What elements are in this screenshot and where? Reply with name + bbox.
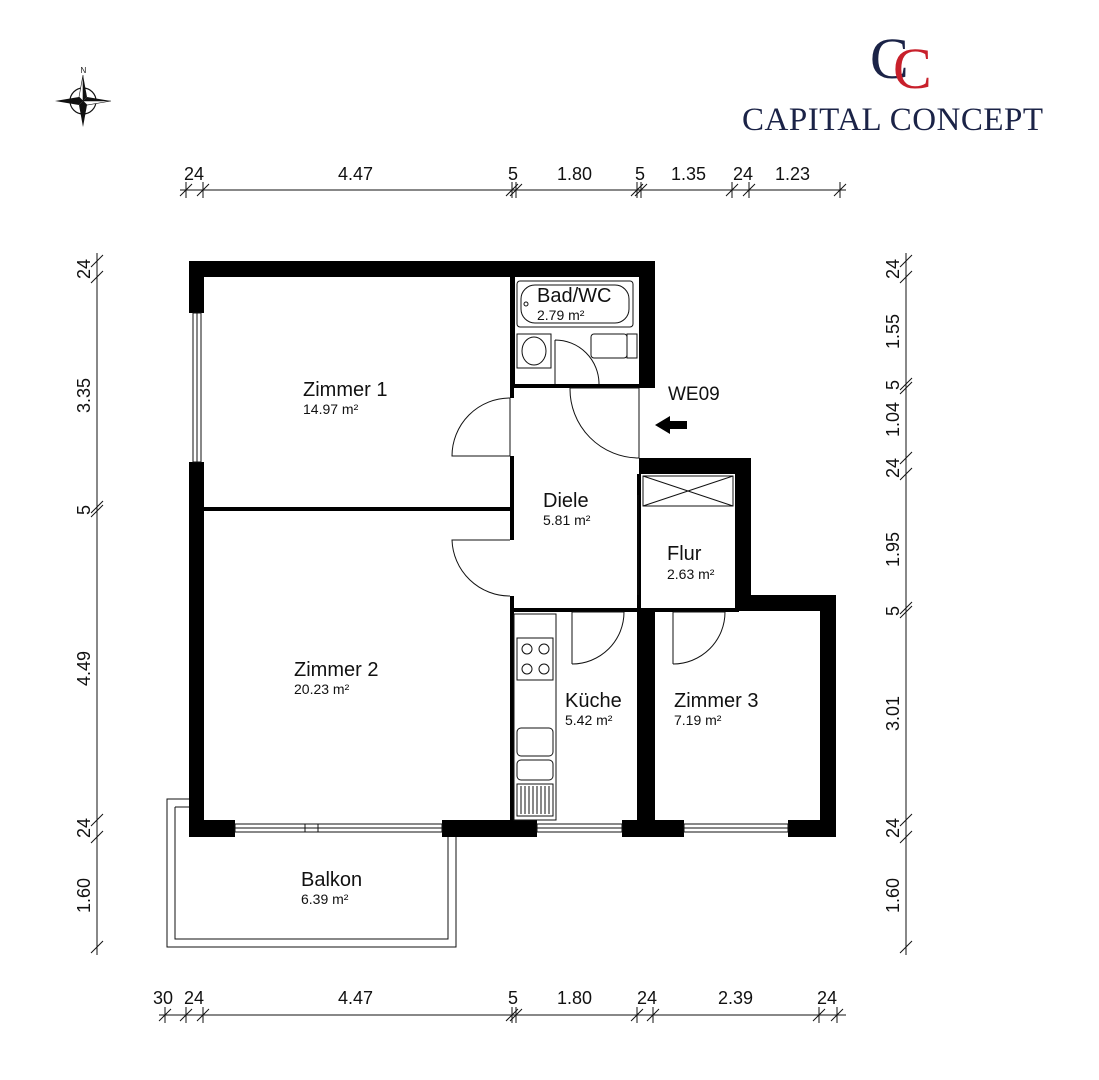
room-flur-name: Flur (667, 543, 702, 565)
door-kueche (571, 611, 625, 665)
bathtub-icon (516, 280, 634, 328)
dim-right: 5 (883, 380, 903, 390)
room-balkon-area: 6.39 m² (301, 891, 349, 907)
room-zimmer-3-area: 7.19 m² (674, 712, 722, 728)
room-zimmer-1-area: 14.97 m² (303, 401, 359, 417)
room-flur-area: 2.63 m² (667, 566, 715, 582)
dimensions-left: 24 3.35 5 4.49 24 1.60 (74, 259, 94, 913)
dimensions-top: 24 4.47 5 1.80 5 1.35 24 1.23 (184, 164, 810, 184)
dim-bottom: 24 (817, 988, 837, 1008)
logo: C C CAPITAL CONCEPT (742, 26, 1044, 138)
compass-icon: N (55, 66, 112, 127)
windows (192, 312, 789, 833)
room-labels: Bad/WC 2.79 m² Zimmer 1 14.97 m² Diele 5… (294, 285, 758, 907)
dim-right: 1.60 (883, 878, 903, 913)
room-zimmer-3-name: Zimmer 3 (674, 690, 758, 712)
dim-right: 3.01 (883, 696, 903, 731)
dim-bottom: 5 (508, 988, 518, 1008)
room-diele-area: 5.81 m² (543, 512, 591, 528)
logo-monogram-c2: C (893, 36, 932, 101)
dimension-ticks (90, 182, 913, 1023)
door-bad (554, 339, 600, 385)
door-zimmer-1 (451, 397, 511, 457)
dim-left: 4.49 (74, 651, 94, 686)
dim-right: 24 (883, 818, 903, 838)
balcony (166, 798, 457, 948)
dimensions-right: 24 1.55 5 1.04 24 1.95 5 3.01 24 1.60 (883, 259, 903, 913)
logo-monogram-c1: C (870, 26, 909, 91)
walls (189, 261, 836, 837)
room-bad-area: 2.79 m² (537, 307, 585, 323)
washbasin-icon (516, 333, 552, 369)
room-kueche-area: 5.42 m² (565, 712, 613, 728)
room-kueche-name: Küche (565, 690, 622, 712)
dim-right: 24 (883, 458, 903, 478)
dimensions-bottom: 30 24 4.47 5 1.80 24 2.39 24 (153, 988, 837, 1008)
entrance-arrow-icon (655, 416, 687, 434)
room-zimmer-2-area: 20.23 m² (294, 681, 350, 697)
door-zimmer-3 (672, 611, 726, 665)
toilet-icon (590, 333, 628, 359)
room-balkon-name: Balkon (301, 869, 362, 891)
dim-right: 1.95 (883, 532, 903, 567)
dim-bottom: 24 (184, 988, 204, 1008)
dim-top: 4.47 (338, 164, 373, 184)
fixtures (513, 280, 734, 821)
dim-bottom: 30 (153, 988, 173, 1008)
dim-left: 24 (74, 259, 94, 279)
dishwasher-icon (516, 783, 554, 817)
dim-bottom: 2.39 (718, 988, 753, 1008)
room-bad-name: Bad/WC (537, 285, 611, 307)
kitchen-counter (513, 613, 557, 821)
dim-left: 24 (74, 818, 94, 838)
logo-brand-name: CAPITAL CONCEPT (742, 102, 1044, 138)
dim-top: 5 (508, 164, 518, 184)
room-zimmer-1-name: Zimmer 1 (303, 379, 387, 401)
door-zimmer-2 (451, 539, 511, 597)
stove-icon (516, 637, 554, 681)
dim-bottom: 4.47 (338, 988, 373, 1008)
dim-top: 1.23 (775, 164, 810, 184)
dim-bottom: 1.80 (557, 988, 592, 1008)
dim-right: 1.04 (883, 402, 903, 437)
sink-icon (516, 727, 554, 781)
dim-top: 24 (733, 164, 753, 184)
dim-top: 24 (184, 164, 204, 184)
dim-right: 5 (883, 606, 903, 616)
dim-top: 1.35 (671, 164, 706, 184)
compass-north-label: N (81, 66, 87, 75)
dim-top: 5 (635, 164, 645, 184)
dim-right: 1.55 (883, 314, 903, 349)
wardrobe-icon (642, 475, 734, 507)
room-zimmer-2-name: Zimmer 2 (294, 659, 378, 681)
dim-bottom: 24 (637, 988, 657, 1008)
dim-right: 24 (883, 259, 903, 279)
doors (451, 339, 726, 665)
dim-top: 1.80 (557, 164, 592, 184)
door-entrance (569, 387, 640, 459)
unit-label: WE09 (668, 384, 720, 405)
dim-left: 3.35 (74, 378, 94, 413)
room-diele-name: Diele (543, 490, 589, 512)
dim-left: 1.60 (74, 878, 94, 913)
dim-left: 5 (74, 505, 94, 515)
